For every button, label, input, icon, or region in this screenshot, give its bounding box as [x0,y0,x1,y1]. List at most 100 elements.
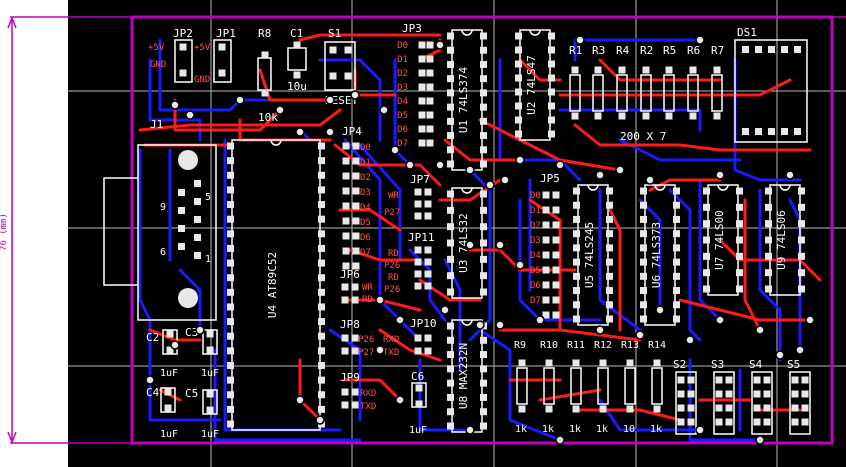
j1-pin5: 5 [205,192,211,203]
jp6-pin-wr: WR [362,283,373,293]
jp10-pin-rxd: RXD [383,335,399,345]
chip-label-u1: U1 74LS374 [457,67,470,134]
c3-value: 1uF [201,368,219,379]
resistor-value-r14: 1k [650,424,662,435]
resistor-label-r2: R2 [640,44,653,57]
jp11-pin-rd: RD [388,249,399,259]
jp9-ref: JP9 [340,371,360,384]
resistor-label-r14: R14 [648,340,666,351]
c1-value: 10u [287,80,307,93]
jp4-pin-d2: D2 [360,173,371,183]
vias [145,35,815,445]
board-background [68,0,846,467]
jp8-pin-p26: P26 [358,335,374,345]
resistor-label-r3: R3 [592,44,605,57]
chip-u6: U6 74LS373 [644,184,676,326]
resistor-value-r9: 1k [515,424,527,435]
chip-label-u6: U6 74LS373 [650,222,663,288]
dimension-annotation [7,15,846,445]
chip-label-u3: U3 74LS32 [457,213,470,273]
j1-ref: J1 [150,118,163,131]
jp9-pin-rxd: RXD [360,389,376,399]
jp5-pin-d6: D6 [530,281,541,291]
jp11-pin-p26b: P26 [384,285,400,295]
chip-label-u4: U4 AT89C52 [266,252,279,318]
resistor-label-r7: R7 [711,44,724,57]
resistor-label-r13: R13 [621,340,639,351]
chip-u2: U2 74LS47 [519,29,551,141]
jp3-pin-d1: D1 [397,55,408,65]
jp3-pin-d5: D5 [397,111,408,121]
resistor-array-top: R1 R3 R4 R2 R5 R6 R7 200 X 7 [569,44,724,143]
switch-s4: S4 [749,358,763,371]
jp5-pin-d2: D2 [530,221,541,231]
jp8-ref: JP8 [340,318,360,331]
switch-s3: S3 [711,358,724,371]
jp4-pin-d4: D4 [360,203,371,213]
resistor-label-r9: R9 [514,340,526,351]
jp4-pin-d0: D0 [360,143,371,153]
c2-ref: C2 [146,331,159,344]
jp4-pin-d5: D5 [360,218,371,228]
chip-label-u7: U7 74LS00 [713,210,726,270]
grid-lines [68,0,846,467]
jp2-pin2: GND [150,60,166,70]
r8-value: 10k [258,111,278,124]
jp2-pin1: +5V [148,43,165,53]
jp5-ref: JP5 [540,172,560,185]
c4-value: 1uF [160,429,178,440]
capacitors: C2 C3 C4 C5 C6 1uF 1uF 1uF 1uF 1uF [146,326,427,440]
jp4-pin-d7: D7 [360,248,371,258]
c5-value: 1uF [201,429,219,440]
jp3-pin-d2: D2 [397,69,408,79]
switch-s5: S5 [787,358,800,371]
switch-s2: S2 [673,358,686,371]
jp6-ref: JP6 [340,268,360,281]
jp6-pin-rd: RD [362,295,373,305]
resistor-label-r12: R12 [594,340,612,351]
c3-ref: C3 [185,326,198,339]
jp7-pin-wr: WR [388,191,399,201]
jp1-ref: JP1 [216,27,236,40]
j1-pin1: 1 [205,254,211,265]
resistor-label-r11: R11 [567,340,585,351]
jp1-pin1: +5V [194,43,211,53]
jp11-pin-rd2: RD [388,273,399,283]
jp3-pin-d7: D7 [397,139,408,149]
jp5-pin-d5: D5 [530,266,541,276]
jp4-pin-d1: D1 [360,158,371,168]
jp3-pin-d3: D3 [397,83,408,93]
chip-u4: U4 AT89C52 [231,139,321,431]
jp9-pin-txd: TXD [360,402,376,412]
jp5-pin-d4: D4 [530,251,541,261]
resistor-label-r5: R5 [663,44,676,57]
ic-footprints: U4 AT89C52 U1 74LS374 U2 74LS47 U3 74LS32U8… [231,29,801,433]
c2-value: 1uF [160,368,178,379]
resistor-value-r13: 10 [623,424,635,435]
jp5-pin-d3: D3 [530,236,541,246]
jp10-ref: JP10 [410,317,437,330]
resistor-value-r11: 1k [569,424,581,435]
jp11-ref: JP11 [408,231,435,244]
j1-pin6: 6 [160,247,166,258]
jp5-pin-d7: D7 [530,296,541,306]
display-ds1: DS1 [734,26,808,143]
jp8-pin-p27: P27 [358,348,374,358]
component-pads [164,32,809,430]
db9-connector-j1: J1 5 9 6 1 [103,118,217,321]
resistor-value-r10: 1k [542,424,554,435]
c5-ref: C5 [185,387,198,400]
jp7-ref: JP7 [410,173,430,186]
resistor-array-bottom: R9 R10 R11 R12 R13 R14 1k 1k 1k 1k 10 1k [514,340,666,435]
r8-ref: R8 [258,27,271,40]
chip-label-u8: U8 MAX232N [457,343,470,409]
jp2-ref: JP2 [173,27,193,40]
power-section: JP2 JP1 +5V GND +5V GND R8 10k C1 10u S1… [148,27,358,124]
header-labels: JP3 JP4 JP5 JP7 JP11 JP6 JP8 JP10 JP9 WR… [340,22,560,412]
jp11-pin-p26: P26 [384,261,400,271]
jp4-pin-d3: D3 [360,188,371,198]
top-copper-traces [138,33,822,422]
